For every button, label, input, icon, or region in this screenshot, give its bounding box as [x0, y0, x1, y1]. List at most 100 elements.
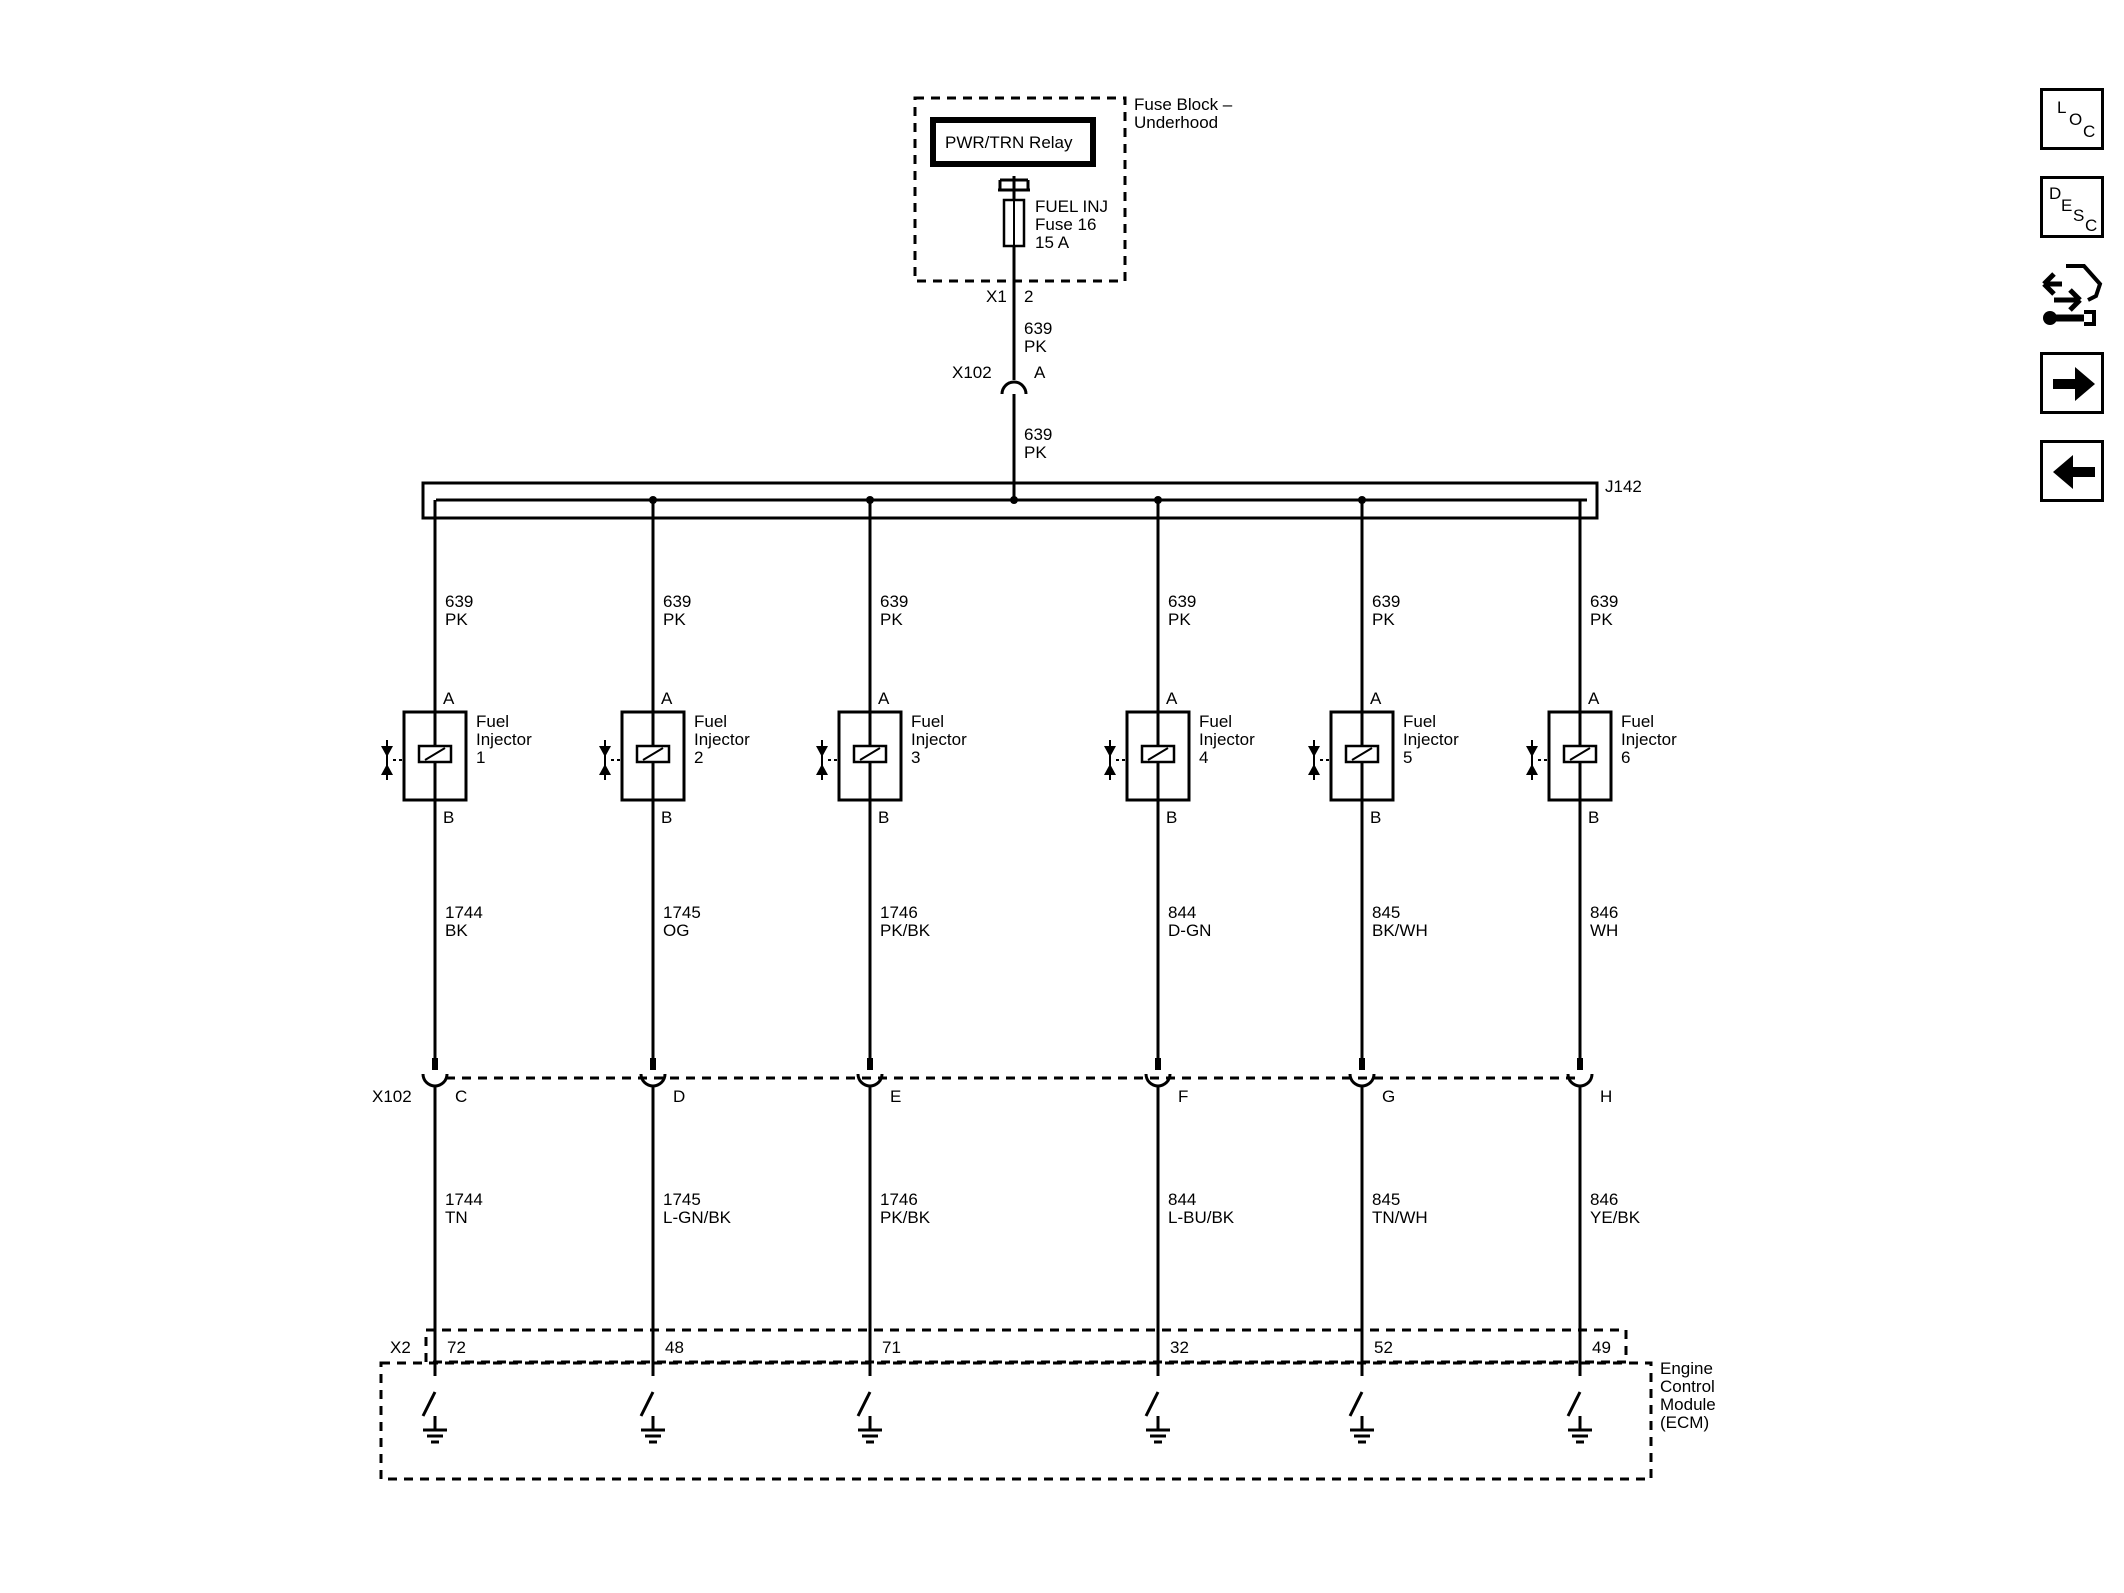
injector-3-x102-socket: [856, 1073, 884, 1088]
injector-3-ctrl-color-lower: PK/BK: [880, 1208, 931, 1227]
injector-1-ctrl-color-lower: TN: [445, 1208, 468, 1227]
injector-4-coil-slash: [1147, 747, 1169, 761]
injector-2-label2: Injector: [694, 730, 750, 749]
svg-text:O: O: [2069, 110, 2082, 129]
ecm-label-line4: (ECM): [1660, 1413, 1709, 1432]
engine-control-module: X2 Engine Control Module (ECM): [379, 1328, 1716, 1481]
injector-4-ctrl-color-lower: L-BU/BK: [1168, 1208, 1235, 1227]
injector-4-x102-socket: [1144, 1073, 1172, 1088]
injector-1-number: 1: [476, 748, 485, 767]
injector-4-ctrl-circuit-upper: 844: [1168, 903, 1196, 922]
ecm-label-line2: Control: [1660, 1377, 1715, 1396]
injector-5-supply-circuit: 639: [1372, 592, 1400, 611]
injector-1-label2: Injector: [476, 730, 532, 749]
injector-3-supply-color: PK: [880, 610, 903, 629]
injector-2-supply-color: PK: [663, 610, 686, 629]
injector-5-coil-slash: [1351, 747, 1373, 761]
injector-1-x102-pin-male: [432, 1058, 438, 1070]
injector-3-ecm-switch: [856, 1391, 872, 1417]
description-button[interactable]: D E S C: [2040, 176, 2104, 238]
svg-text:C: C: [2083, 122, 2095, 141]
svg-text:C: C: [2085, 216, 2097, 235]
svg-text:E: E: [2061, 196, 2072, 215]
injector-2-coil-slash: [642, 747, 664, 761]
injector-4-pin-b: B: [1166, 808, 1177, 827]
injector-4-valve-arrow-down: [1104, 746, 1116, 757]
injector-1-ctrl-circuit-upper: 1744: [445, 903, 483, 922]
ecm-connector-name: X2: [390, 1338, 411, 1357]
injector-2-ecm-switch: [639, 1391, 655, 1417]
injector-2-valve-arrow-down: [599, 746, 611, 757]
injector-4-ecm-pin: 32: [1170, 1338, 1189, 1357]
injector-1-ctrl-circuit-lower: 1744: [445, 1190, 483, 1209]
injector-6-ctrl-color-upper: WH: [1590, 921, 1618, 940]
injector-1-x102-socket: [421, 1073, 449, 1088]
injector-4-valve-arrow-up: [1104, 764, 1116, 775]
svg-text:D: D: [2049, 184, 2061, 203]
injector-5-pin-b: B: [1370, 808, 1381, 827]
injector-2-x102-socket: [639, 1073, 667, 1088]
fuse-block-underhood: Fuse Block – Underhood PWR/TRN Relay FUE…: [913, 95, 1233, 380]
feed-wire-upper-color: PK: [1024, 337, 1047, 356]
fuse-block-connector-pin: 2: [1024, 287, 1033, 306]
ecm-x2-connector-outline: [424, 1328, 1628, 1364]
injector-5-valve-arrow-up: [1308, 764, 1320, 775]
j142-feed-node: [1010, 496, 1018, 504]
injector-6-supply-color: PK: [1590, 610, 1613, 629]
ecm-label-line3: Module: [1660, 1395, 1716, 1414]
next-page-button[interactable]: [2040, 352, 2104, 414]
injector-3-pin-a: A: [878, 689, 890, 708]
injector-6-ctrl-color-lower: YE/BK: [1590, 1208, 1641, 1227]
svg-text:S: S: [2073, 206, 2084, 225]
injector-5-valve-arrow-down: [1308, 746, 1320, 757]
j142-splice: J142: [421, 477, 1642, 520]
injector-1-pin-b: B: [443, 808, 454, 827]
injector-5-x102-pin-label: G: [1382, 1087, 1395, 1106]
injector-2-pin-a: A: [661, 689, 673, 708]
injector-6-x102-pin-male: [1577, 1058, 1583, 1070]
location-button[interactable]: L O C: [2040, 88, 2104, 150]
injector-4-supply-circuit: 639: [1168, 592, 1196, 611]
injector-5-supply-color: PK: [1372, 610, 1395, 629]
injector-2-ctrl-circuit-upper: 1745: [663, 903, 701, 922]
injector-2-ctrl-color-upper: OG: [663, 921, 689, 940]
injector-5-label2: Injector: [1403, 730, 1459, 749]
ecm-outline: [379, 1361, 1653, 1481]
injector-3-valve-arrow-up: [816, 764, 828, 775]
injector-5-ctrl-color-lower: TN/WH: [1372, 1208, 1428, 1227]
injector-5-pin-a: A: [1370, 689, 1382, 708]
j142-label: J142: [1605, 477, 1642, 496]
feed-wire-lower-circuit: 639: [1024, 425, 1052, 444]
injector-1-ecm-pin: 72: [447, 1338, 466, 1357]
injector-6-ecm-pin: 49: [1592, 1338, 1611, 1357]
injector-columns: 639PKAFuelInjector1B1744BKC1744TN72639PK…: [381, 496, 1677, 1444]
injector-5-ecm-pin: 52: [1374, 1338, 1393, 1357]
fuse-block-outline: [913, 96, 1127, 283]
injector-1-valve-arrow-down: [381, 746, 393, 757]
injector-5-x102-socket: [1348, 1073, 1376, 1088]
injector-4-supply-color: PK: [1168, 610, 1191, 629]
injector-6-valve-arrow-up: [1526, 764, 1538, 775]
injector-6-ctrl-circuit-lower: 846: [1590, 1190, 1618, 1209]
pwr-trn-relay-box: [930, 117, 1096, 167]
injector-4-number: 4: [1199, 748, 1208, 767]
injector-6-number: 6: [1621, 748, 1630, 767]
connector-end-view-button[interactable]: [2040, 256, 2104, 336]
previous-page-button[interactable]: [2040, 440, 2104, 502]
injector-1-valve-arrow-up: [381, 764, 393, 775]
arrow-right-icon: [2053, 367, 2095, 401]
fuse-label-line1: FUEL INJ: [1035, 197, 1108, 216]
injector-6-supply-circuit: 639: [1590, 592, 1618, 611]
injector-6-label2: Injector: [1621, 730, 1677, 749]
connector-wrench-icon: [2042, 264, 2103, 326]
x102-feed-socket: [1000, 380, 1028, 395]
pwr-trn-relay-label: PWR/TRN Relay: [945, 133, 1073, 152]
injector-4-pin-a: A: [1166, 689, 1178, 708]
injector-5-ctrl-circuit-upper: 845: [1372, 903, 1400, 922]
injector-6-label: Fuel: [1621, 712, 1654, 731]
injector-1-supply-circuit: 639: [445, 592, 473, 611]
injector-5-number: 5: [1403, 748, 1412, 767]
injector-3-valve-arrow-down: [816, 746, 828, 757]
injector-4-ecm-switch: [1144, 1391, 1160, 1417]
